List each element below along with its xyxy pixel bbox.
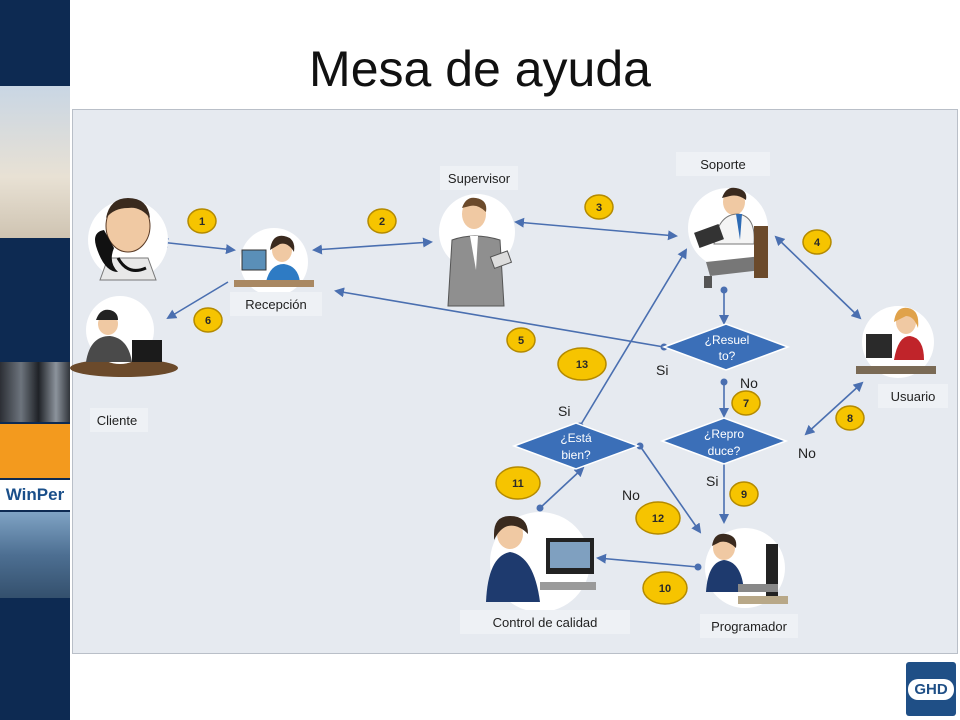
svg-text:7: 7 <box>743 398 749 410</box>
label-box-supervisor <box>440 166 518 190</box>
arrow-recepcion-supervisor <box>312 237 433 255</box>
answer-si-reproduce: Si <box>706 473 718 489</box>
decision-resuelto: ¿Resuel to? <box>661 323 791 371</box>
server-room-photo <box>0 362 70 422</box>
svg-text:2: 2 <box>379 216 385 228</box>
arrow-programador-control <box>596 553 699 568</box>
arrow-estabien-soporte <box>579 248 688 427</box>
step-badge-13: 13 <box>557 347 607 381</box>
recepcion-figure <box>234 228 314 296</box>
usuario-figure <box>856 306 936 378</box>
step-badge-2: 2 <box>367 208 397 234</box>
svg-text:bien?: bien? <box>561 448 591 462</box>
label-box-soporte <box>676 152 770 176</box>
cliente-phone-figure <box>88 198 168 281</box>
label-recepcion: Recepción <box>245 297 306 312</box>
office-photo <box>0 512 70 598</box>
label-supervisor: Supervisor <box>448 171 511 186</box>
step-badge-1: 1 <box>187 208 217 234</box>
arrow-soporte-usuario <box>774 235 862 320</box>
label-cliente: Cliente <box>97 413 137 428</box>
left-sidebar: WinPer <box>0 0 70 720</box>
svg-text:5: 5 <box>518 335 524 347</box>
label-box-control <box>460 610 630 634</box>
step-badge-6: 6 <box>193 307 223 333</box>
svg-text:¿Resuel: ¿Resuel <box>705 333 750 347</box>
people-photo <box>0 86 70 238</box>
step-badges: 1 2 3 4 5 6 7 8 9 10 11 12 13 <box>187 194 865 605</box>
connectors <box>158 217 864 568</box>
programador-figure <box>705 528 788 608</box>
svg-text:12: 12 <box>652 513 664 525</box>
arrow-resuelto-recepcion <box>334 287 665 348</box>
label-soporte: Soporte <box>700 157 746 172</box>
step-badge-11: 11 <box>495 466 541 500</box>
arrow-estabien-programador <box>639 445 702 534</box>
label-box-recepcion <box>230 292 322 316</box>
label-box-usuario <box>878 384 948 408</box>
answer-si-esta-bien: Si <box>558 403 570 419</box>
arrow-cliente-recepcion <box>158 237 236 255</box>
answer-no-resuelto: No <box>740 375 758 391</box>
decision-esta-bien: ¿Está bien? <box>511 422 641 470</box>
ghd-logo-text: GHD <box>908 678 954 700</box>
svg-text:6: 6 <box>205 315 211 327</box>
arrow-control-estabien <box>539 466 585 509</box>
winper-logo: WinPer <box>0 480 70 510</box>
step-badge-5: 5 <box>506 327 536 353</box>
answer-labels: Si No No Si Si No <box>558 362 816 503</box>
page-title: Mesa de ayuda <box>309 41 651 97</box>
step-badge-3: 3 <box>584 194 614 220</box>
arrow-usuario-reproduce <box>804 381 864 436</box>
answer-si-resuelto: Si <box>656 362 668 378</box>
label-usuario: Usuario <box>891 389 936 404</box>
svg-text:13: 13 <box>576 359 588 371</box>
svg-text:4: 4 <box>814 237 821 249</box>
step-badge-12: 12 <box>635 501 681 535</box>
supervisor-figure <box>439 194 515 307</box>
control-calidad-figure <box>486 512 596 612</box>
cliente-desk-figure <box>70 296 178 377</box>
svg-text:8: 8 <box>847 413 853 425</box>
svg-text:1: 1 <box>199 216 205 228</box>
role-labels: Supervisor Soporte Recepción Cliente Usu… <box>90 152 948 638</box>
answer-no-esta-bien: No <box>622 487 640 503</box>
svg-text:¿Repro: ¿Repro <box>704 427 744 441</box>
arrow-supervisor-soporte <box>514 217 678 241</box>
svg-text:to?: to? <box>719 349 736 363</box>
step-badge-10: 10 <box>642 571 688 605</box>
step-badge-9: 9 <box>729 481 759 507</box>
decision-reproduce: ¿Repro duce? <box>659 417 789 465</box>
svg-text:duce?: duce? <box>708 444 741 458</box>
svg-text:11: 11 <box>512 478 524 490</box>
ghd-logo: GHD <box>906 662 956 716</box>
label-control: Control de calidad <box>493 615 598 630</box>
answer-no-reproduce: No <box>798 445 816 461</box>
soporte-figure <box>688 187 768 288</box>
step-badge-8: 8 <box>835 405 865 431</box>
svg-text:3: 3 <box>596 202 602 214</box>
label-box-programador <box>700 614 798 638</box>
svg-text:9: 9 <box>741 489 747 501</box>
svg-text:10: 10 <box>659 583 671 595</box>
orange-block <box>0 424 70 478</box>
step-badge-7: 7 <box>731 390 761 416</box>
label-box-cliente <box>90 408 148 432</box>
svg-text:¿Está: ¿Está <box>560 431 592 445</box>
step-badge-4: 4 <box>802 229 832 255</box>
label-programador: Programador <box>711 619 788 634</box>
arrow-recepcion-cliente <box>166 281 229 320</box>
